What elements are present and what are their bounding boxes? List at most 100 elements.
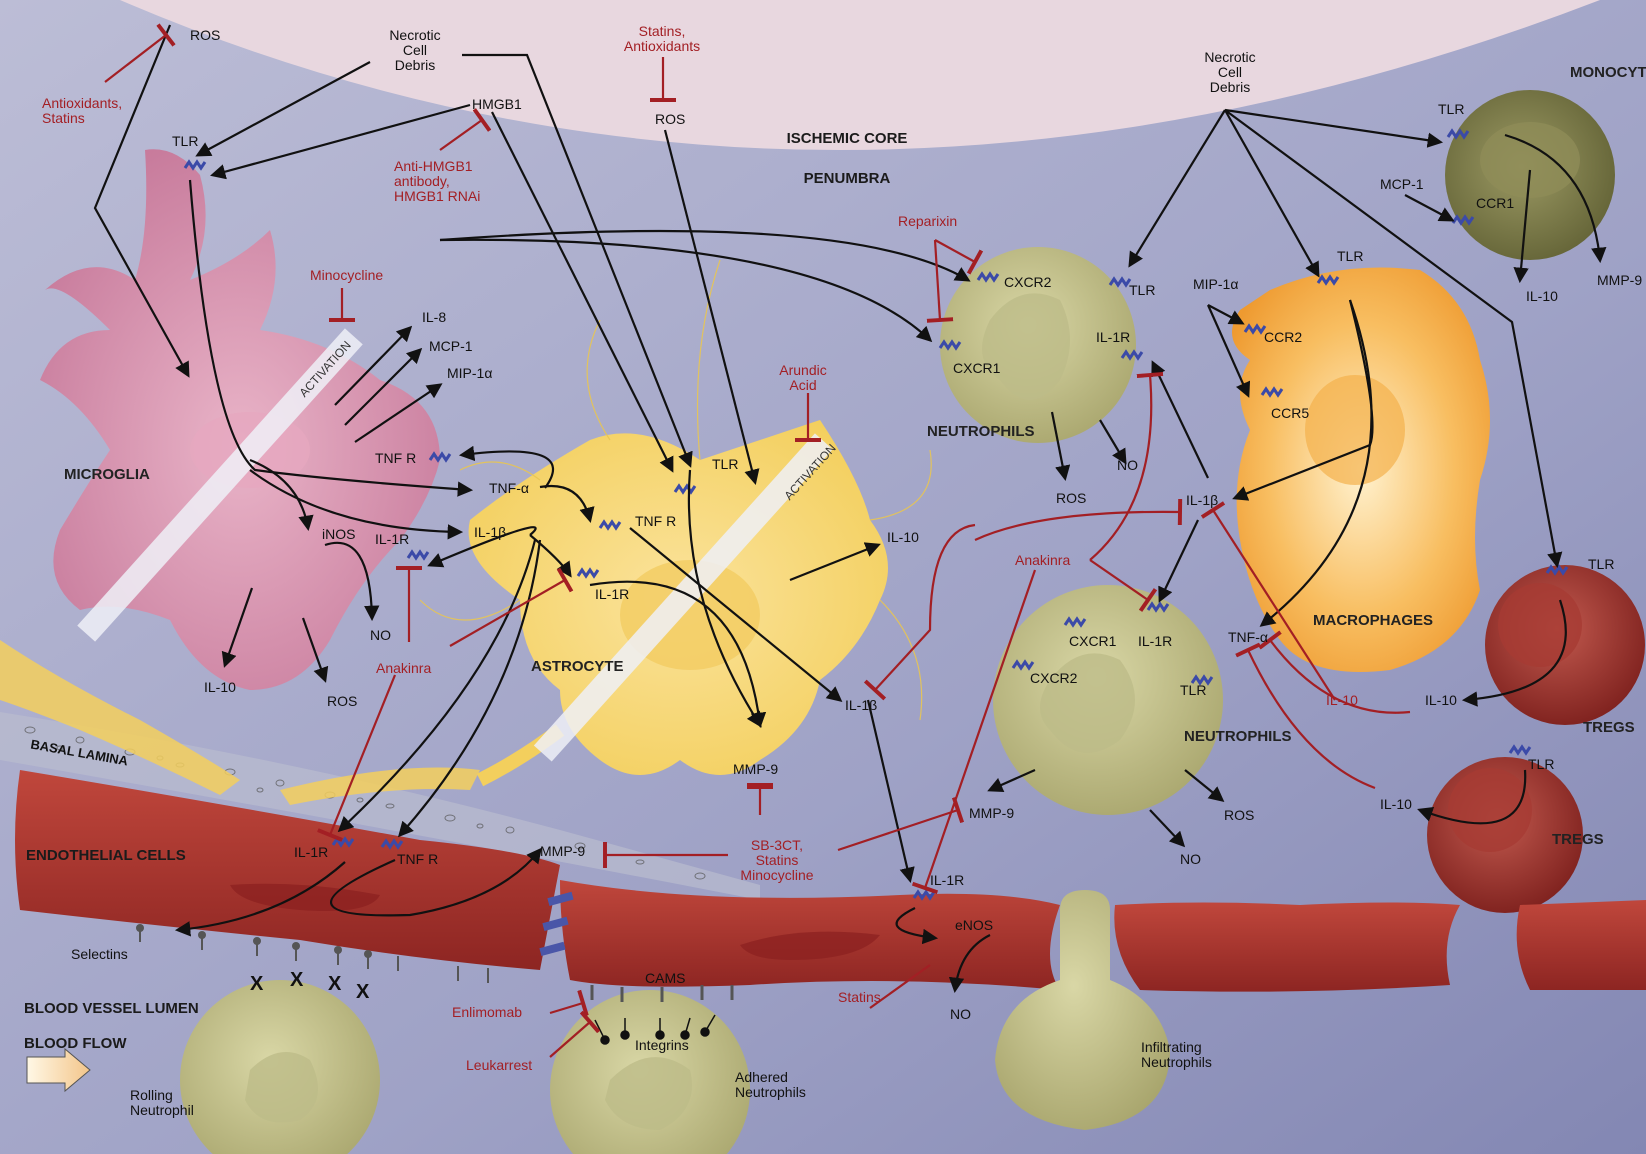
inhib-anakinra-n2 [1089, 559, 1158, 612]
statins-vessel-label: Statins [838, 989, 881, 1005]
arrow-n1-ros [1050, 411, 1071, 482]
hmgb1-label: HMGB1 [472, 96, 522, 112]
anti-hmgb1-label: Anti-HMGB1 antibody, HMGB1 RNAi [394, 158, 481, 204]
arrow-il1r-mmp9 [589, 580, 767, 729]
arrow-il1b-n2 [1158, 519, 1199, 603]
mmp9-astro-label: MMP-9 [733, 761, 779, 777]
selectins-heads [136, 924, 372, 958]
tnfa-label: TNF-α [489, 480, 529, 496]
tight-junctions [539, 891, 574, 956]
arrow-tlr-mmp9 [687, 469, 762, 728]
mcp1-mono-label: MCP-1 [1380, 176, 1424, 192]
cxcr1-n1-label: CXCR1 [953, 360, 1001, 376]
ros-top-label: ROS [190, 27, 221, 43]
arrow-mip1a-ccr2 [1207, 304, 1245, 325]
tlr-mac-label: TLR [1337, 248, 1364, 264]
arrow-mono-il10 [1513, 169, 1532, 284]
ccr1-label: CCR1 [1476, 195, 1515, 211]
arrow-n1-no [1099, 419, 1127, 465]
infiltrating-neutrophil-cell [995, 890, 1170, 1130]
enlimomab-label: Enlimomab [452, 1004, 523, 1020]
arrow-enos-no [948, 934, 991, 994]
anakinra-right-label: Anakinra [1015, 552, 1071, 568]
il10-astro-label: IL-10 [887, 529, 919, 545]
macrophages-label: MACROPHAGES [1313, 612, 1434, 629]
astrocyte-endfoot-left [0, 640, 240, 795]
endothelial-cells-label: ENDOTHELIAL CELLS [26, 847, 186, 864]
arrow-mac-tnfa [1259, 299, 1373, 627]
infiltrating-neutrophils-label: Infiltrating Neutrophils [1141, 1039, 1212, 1070]
ros-center-label: ROS [655, 111, 686, 127]
reparixin-label: Reparixin [898, 213, 958, 229]
tregs-1-label: TREGS [1583, 719, 1635, 736]
no-n1-label: NO [1117, 457, 1138, 473]
arrow-tlr-tnfa [188, 179, 474, 497]
il8-label: IL-8 [422, 309, 447, 325]
ros-microglia-label: ROS [327, 693, 358, 709]
penumbra-label: PENUMBRA [803, 170, 891, 187]
arrow-il8 [334, 325, 413, 406]
ischemic-core-label: ISCHEMIC CORE [786, 130, 908, 147]
no-vessel-label: NO [950, 1006, 971, 1022]
sb3ct-label: SB-3CT, Statins Minocycline [740, 837, 814, 883]
cxcr2-n2-label: CXCR2 [1030, 670, 1078, 686]
endothelial-left-nucleus [230, 883, 380, 911]
inos-label: iNOS [322, 526, 356, 542]
ros-n1-label: ROS [1056, 490, 1087, 506]
arrow-mip1a-ccr5 [1206, 304, 1251, 398]
blood-flow-arrow-icon [26, 1047, 91, 1093]
arrow-hmgb1-tlr [210, 103, 471, 180]
inhib-anakinra-endo [317, 674, 397, 842]
arrow-tlr-inos [249, 458, 314, 532]
il10-treg2-label: IL-10 [1380, 796, 1412, 812]
inhib-il10-il1b-astro [863, 523, 976, 701]
adhered-neutrophils-label: Adhered Neutrophils [735, 1069, 806, 1100]
tlr-astro-label: TLR [712, 456, 739, 472]
inhib-treg-tnfa [1235, 642, 1376, 790]
inhib-il10-il1b [1200, 501, 1336, 701]
endothelial-cell-right [1114, 902, 1460, 992]
arrow-mcp1 [344, 347, 423, 426]
tlr-treg1-label: TLR [1588, 556, 1615, 572]
arrow-tnfa-endo [397, 539, 542, 838]
x-mark-4: X [356, 981, 370, 1003]
endothelial-mid-nucleus [740, 931, 880, 960]
ccr2-label: CCR2 [1264, 329, 1303, 345]
inhib-reparixin-cxcr1 [926, 239, 954, 323]
endothelial-cell-edge [1516, 900, 1646, 990]
arrow-endo-selectins [174, 861, 346, 937]
neutrophils-mid-label: NEUTROPHILS [1184, 728, 1292, 745]
mmp9-n2-label: MMP-9 [969, 805, 1015, 821]
inhib-anakinra-vessel [911, 569, 1037, 895]
tnfa-mac-label: TNF-α [1228, 629, 1268, 645]
macrophage-nucleus [1305, 375, 1405, 485]
arrow-endo-mmp9 [330, 847, 542, 917]
tregs-2-label: TREGS [1552, 831, 1604, 848]
tnfr-endo-label: TNF R [397, 851, 439, 867]
astrocyte-activation-bar [533, 433, 833, 762]
arrow-tlr-il1b [249, 469, 464, 540]
necrotic-debris-right-label: Necrotic Cell Debris [1204, 49, 1256, 95]
neutrophil-mid-nucleus [1040, 653, 1135, 753]
ccr5-label: CCR5 [1271, 405, 1310, 421]
arrow-n2-ros [1184, 769, 1225, 802]
blood-vessel-lumen-label: BLOOD VESSEL LUMEN [24, 1000, 199, 1017]
inhib-enlimomab [549, 989, 589, 1017]
il1b-mac-label: IL-1β [1186, 492, 1219, 508]
inhib-leukarrest [549, 1010, 601, 1058]
arrow-treg2-il10 [1417, 769, 1527, 825]
arrow-debris-tlr [195, 61, 371, 157]
arrow-debris-mac [1224, 109, 1320, 278]
astrocyte-fine-processes [419, 259, 932, 721]
arrow-debris-astro-tlr [462, 53, 693, 468]
microglia-activation-bar [77, 328, 363, 642]
antioxidants-statins-label: Antioxidants, Statins [42, 95, 123, 126]
arrow-mcp1-ccr1 [1404, 194, 1455, 222]
il1r-n2-label: IL-1R [1138, 633, 1173, 649]
inhib-antioxidants-ros [104, 23, 176, 83]
rolling-neutrophil-label: Rolling Neutrophil [130, 1087, 194, 1118]
arrow-n2-mmp9 [987, 768, 1036, 793]
blocked-adhesion-marks: X X X X [250, 969, 370, 1003]
